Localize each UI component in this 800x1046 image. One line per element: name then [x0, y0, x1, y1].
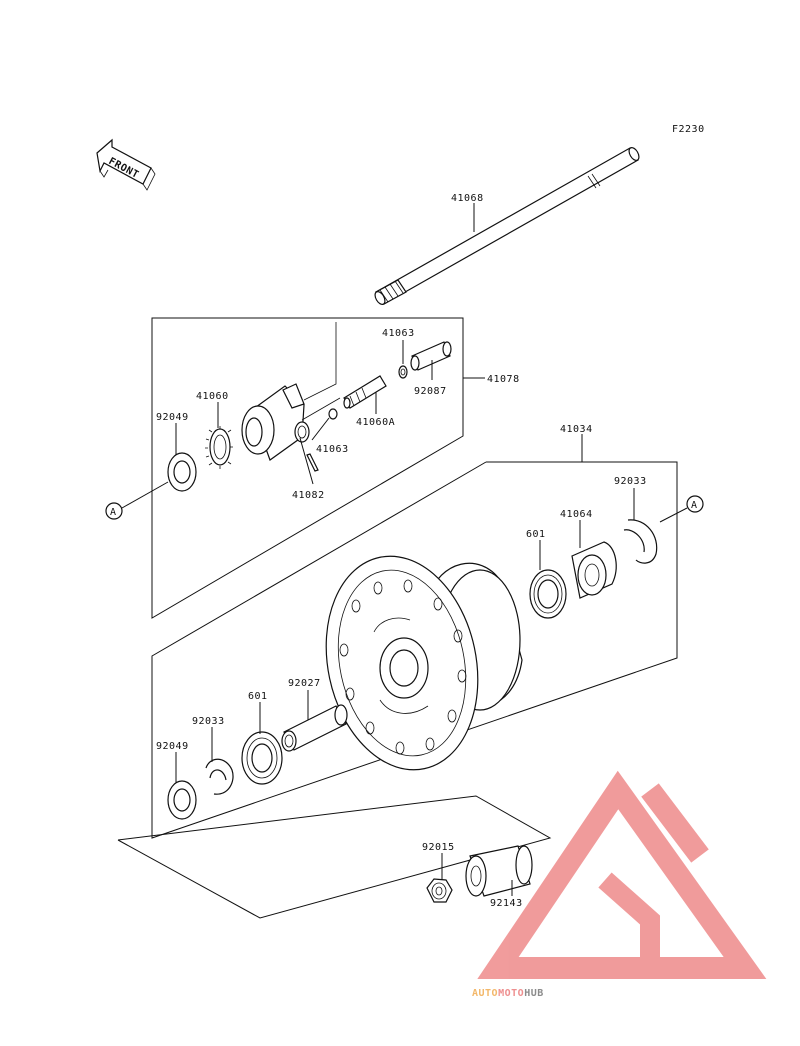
- small-washer: [328, 408, 338, 420]
- label-41068: 41068: [451, 193, 484, 204]
- label-92049-lower: 92049: [156, 741, 189, 752]
- bearing-right: [529, 569, 567, 619]
- speedometer-gear-housing: [241, 322, 341, 461]
- label-92033-left: 92033: [192, 716, 225, 727]
- svg-text:A: A: [110, 507, 117, 518]
- label-92015: 92015: [422, 842, 455, 853]
- ref-marker-a-right: A: [686, 495, 704, 513]
- label-41063-top: 41063: [382, 328, 415, 339]
- front-arrow-icon: FRONT: [96, 138, 156, 191]
- label-41064: 41064: [560, 509, 593, 520]
- figure-code: F2230: [672, 124, 705, 135]
- label-41078: 41078: [487, 374, 520, 385]
- pin: [306, 453, 319, 472]
- label-41060A: 41060A: [356, 417, 395, 428]
- axle-nut: [426, 878, 453, 903]
- label-601-left: 601: [248, 691, 268, 702]
- label-41063-mid: 41063: [316, 444, 349, 455]
- ref-marker-a-left: A: [105, 502, 123, 520]
- drive-gear: [205, 426, 233, 469]
- collar: [571, 541, 617, 599]
- label-41060: 41060: [196, 391, 229, 402]
- watermark-text: AUTOMOTOHUB: [472, 988, 544, 999]
- label-92033-right: 92033: [614, 476, 647, 487]
- svg-text:A: A: [691, 500, 698, 511]
- distance-collar: [281, 704, 348, 752]
- watermark-logo: [477, 770, 767, 979]
- label-601-right: 601: [526, 529, 546, 540]
- bushing: [410, 341, 452, 371]
- label-92049-upper: 92049: [156, 412, 189, 423]
- label-92087: 92087: [414, 386, 447, 397]
- thrust-washer: [294, 421, 310, 443]
- pinion-gear: [343, 375, 387, 409]
- bearing-left: [241, 731, 283, 785]
- label-41082: 41082: [292, 490, 325, 501]
- circlip-right: [623, 519, 658, 564]
- washer-top: [398, 365, 408, 379]
- oil-seal-lower: [167, 780, 197, 820]
- label-41034: 41034: [560, 424, 593, 435]
- label-92143: 92143: [490, 898, 523, 909]
- label-92027: 92027: [288, 678, 321, 689]
- svg-text:AUTOMOTOHUB: AUTOMOTOHUB: [472, 988, 544, 999]
- circlip-left: [205, 758, 234, 795]
- oil-seal-upper: [167, 452, 197, 492]
- wheel-hub: [325, 555, 523, 771]
- axle-shaft: [374, 147, 640, 305]
- wheel-spacer: [465, 845, 533, 897]
